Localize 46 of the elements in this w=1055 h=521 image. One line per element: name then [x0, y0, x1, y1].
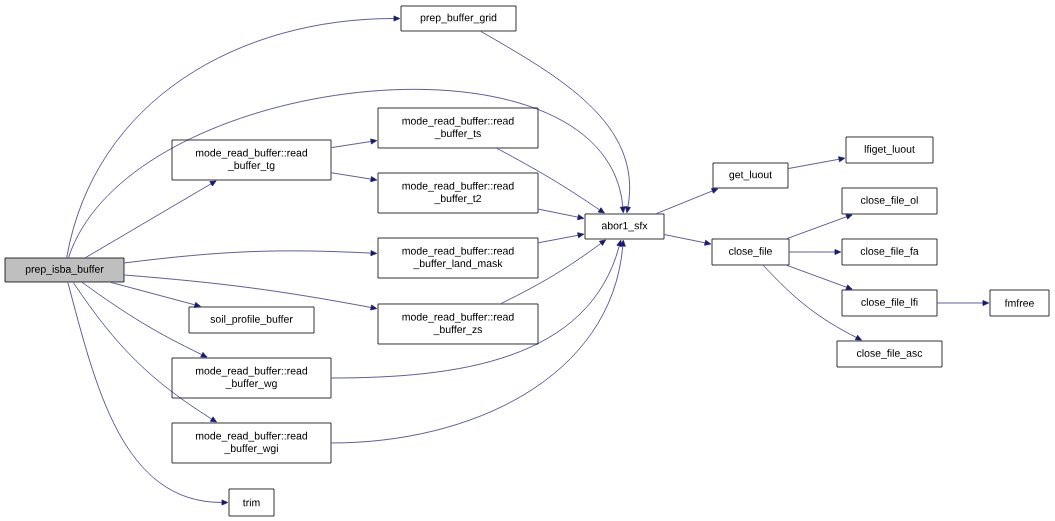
function-box: close_file_fa: [841, 238, 938, 266]
function-box: prep_isba_buffer: [4, 257, 125, 283]
arrow: [110, 282, 201, 308]
arrow: [85, 180, 217, 258]
arrow: [124, 274, 378, 311]
arrow: [786, 213, 853, 239]
arrow: [500, 239, 606, 304]
arrow: [331, 172, 378, 182]
arrow: [786, 265, 853, 291]
arrow: [656, 188, 719, 214]
function-box: mode_read_buffer::read _buffer_t2: [377, 172, 539, 214]
arrow: [789, 249, 842, 255]
function-box: close_file_asc: [836, 340, 943, 368]
arrow: [66, 15, 401, 258]
function-box: close_file: [711, 238, 790, 266]
arrow: [68, 89, 626, 258]
arrow: [67, 282, 229, 506]
arrow: [664, 234, 712, 246]
arrow: [937, 300, 990, 306]
arrow: [762, 265, 862, 341]
function-box: abor1_sfx: [584, 213, 665, 240]
function-box: mode_read_buffer::read _buffer_ts: [377, 107, 539, 149]
arrow: [72, 282, 217, 423]
arrow: [331, 138, 378, 148]
function-box: mode_read_buffer::read _buffer_wg: [171, 357, 332, 399]
function-box: mode_read_buffer::read _buffer_wgi: [171, 422, 332, 464]
arrow: [331, 239, 623, 379]
arrow: [538, 208, 585, 220]
function-box: mode_read_buffer::read _buffer_zs: [377, 303, 539, 345]
arrow: [480, 31, 631, 214]
arrow: [496, 148, 605, 214]
function-box: soil_profile_buffer: [188, 306, 315, 334]
function-box: get_luout: [712, 162, 789, 189]
function-box: trim: [228, 488, 275, 517]
arrow: [538, 232, 585, 244]
arrow: [331, 239, 626, 444]
function-box: lfiget_luout: [845, 136, 934, 164]
function-box: close_file_lfi: [841, 289, 938, 317]
arrow: [124, 250, 378, 264]
arrow: [788, 156, 846, 169]
function-box: mode_read_buffer::read _buffer_land_mask: [377, 237, 539, 279]
function-box: mode_read_buffer::read _buffer_tg: [171, 139, 332, 181]
function-box: fmfree: [989, 289, 1050, 317]
arrow: [81, 282, 208, 358]
function-box: prep_buffer_grid: [400, 5, 517, 32]
function-box: close_file_ol: [841, 187, 938, 215]
